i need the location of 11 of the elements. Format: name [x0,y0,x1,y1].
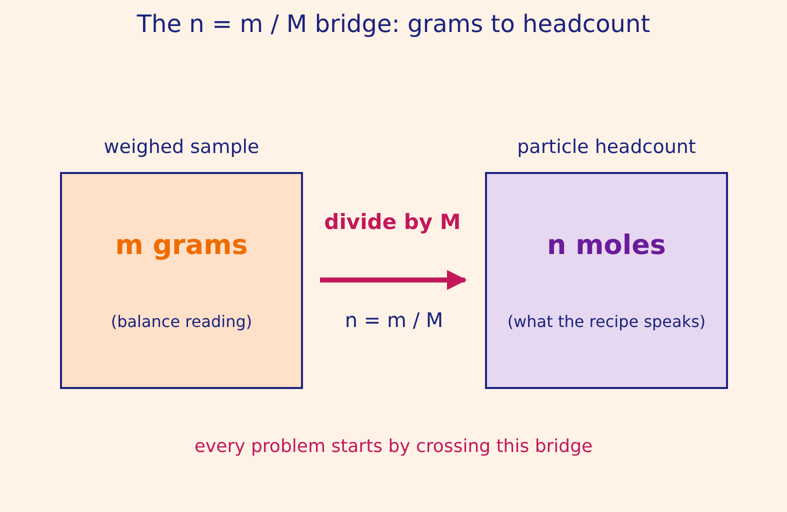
formula-text: n = m / M [344,308,444,332]
quantity-text: n moles [546,229,667,263]
box-heading: weighed sample [102,135,260,159]
edge-label: divide by M [323,210,462,234]
caption-text: every problem starts by crossing this bridge [193,436,594,457]
diagram-title: The n = m / M bridge: grams to headcount [136,10,652,38]
quantity-text: m grams [114,229,249,263]
note-text: (balance reading) [110,311,254,333]
box-heading: particle headcount [516,135,697,159]
note-text: (what the recipe speaks) [506,311,707,333]
arrow [320,270,467,290]
